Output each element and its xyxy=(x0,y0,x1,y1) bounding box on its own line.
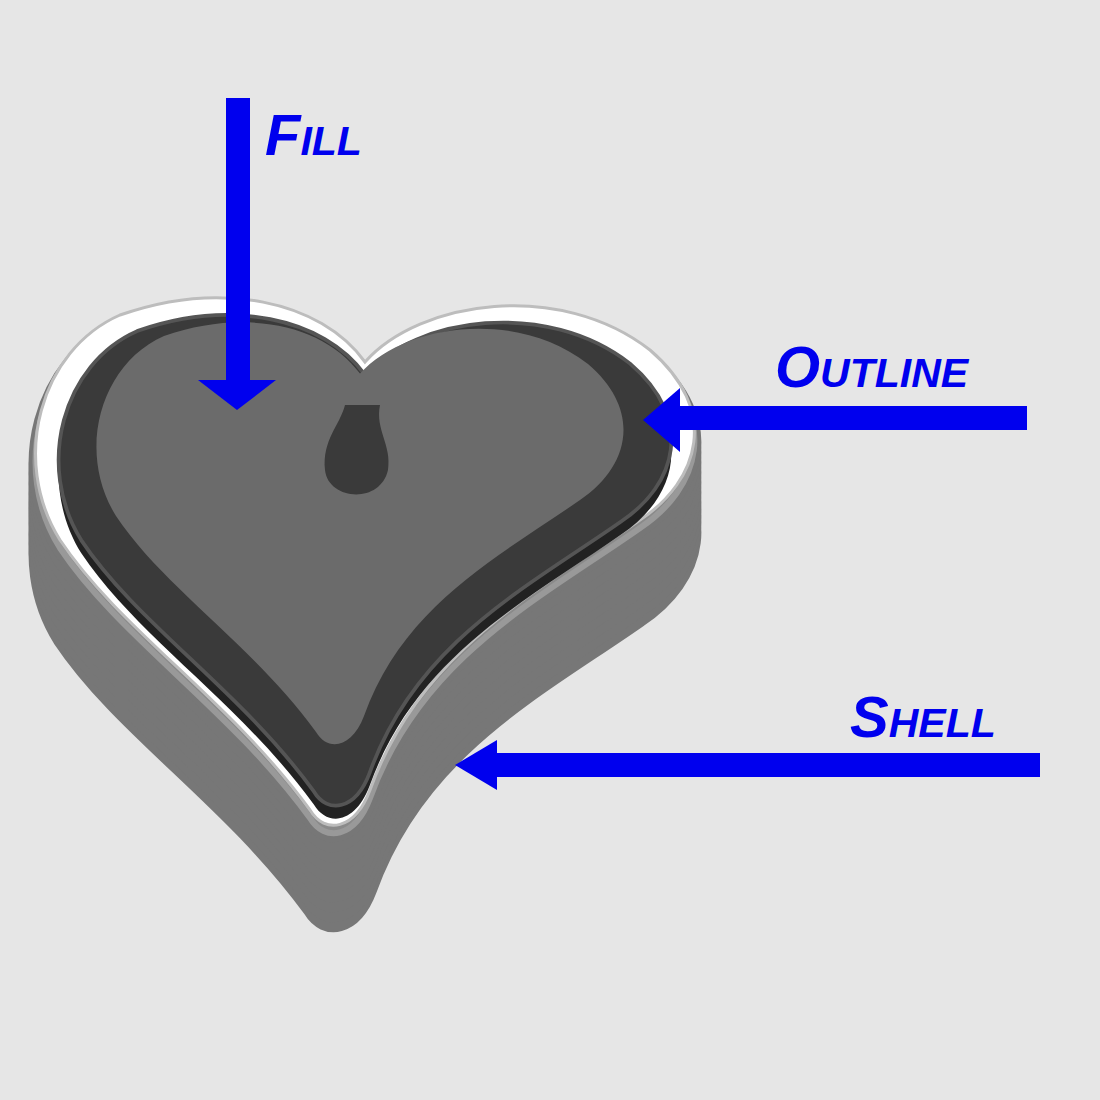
shell-side xyxy=(36,308,695,925)
part-label: Shell xyxy=(850,688,996,746)
part-label: Outline xyxy=(775,338,968,396)
part-label: Fill xyxy=(265,106,362,164)
outline-part xyxy=(59,315,672,819)
outline-notch xyxy=(325,405,389,494)
pointer-arrows xyxy=(198,98,1040,790)
fill-part xyxy=(96,322,623,744)
shell-rim xyxy=(36,298,695,825)
